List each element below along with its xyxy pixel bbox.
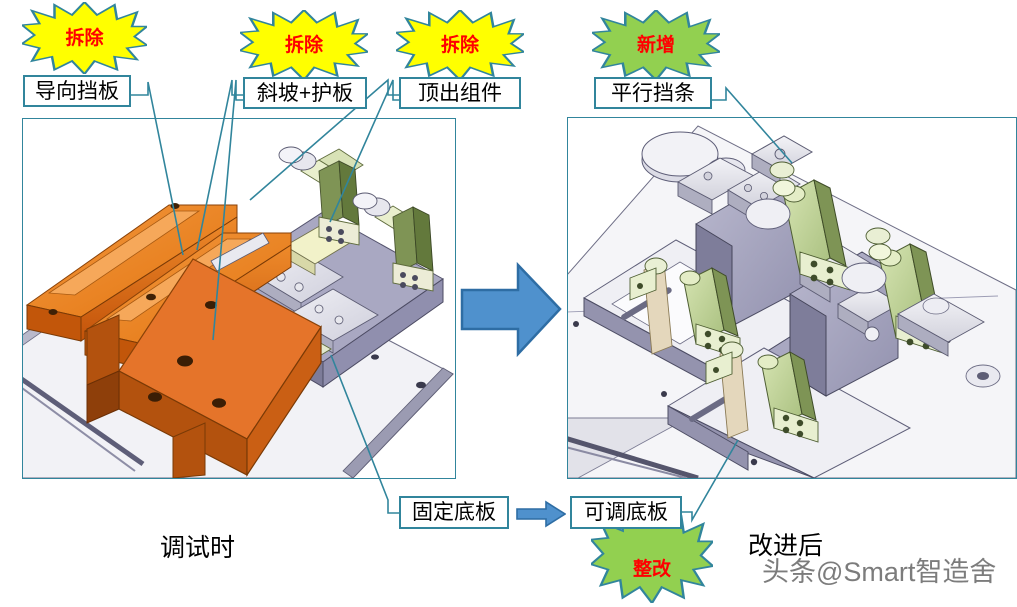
starburst-shape <box>591 515 713 603</box>
cad-view-after <box>568 118 1016 478</box>
callout-label: 斜坡+护板 <box>256 81 354 105</box>
starburst-shape <box>592 10 720 80</box>
starburst-shape <box>240 10 368 80</box>
burst-label: 拆除 <box>440 34 479 56</box>
callout-parallel-bar[interactable]: 平行挡条 <box>594 77 712 109</box>
burst-label: 整改 <box>632 559 671 580</box>
callout-label: 可调底板 <box>584 501 668 524</box>
callout-adj-baseplate[interactable]: 可调底板 <box>570 496 682 529</box>
baseplate-change-arrow <box>516 500 566 528</box>
transition-arrow <box>460 262 562 357</box>
panel-before <box>22 118 456 479</box>
callout-label: 平行挡条 <box>611 81 695 105</box>
green-clamp-1 <box>745 161 851 291</box>
callout-ejector-assy[interactable]: 顶出组件 <box>399 77 521 109</box>
callout-fixed-baseplate[interactable]: 固定底板 <box>399 496 509 529</box>
callout-guide-plate[interactable]: 导向挡板 <box>23 75 131 107</box>
burst-label: 拆除 <box>65 27 104 49</box>
starburst-shape <box>22 2 147 74</box>
green-clamp-4 <box>705 341 819 443</box>
caption-after: 改进后 <box>748 532 824 560</box>
burst-label: 新增 <box>636 34 675 56</box>
caption-before: 调试时 <box>160 534 236 562</box>
burst-rework-1: 整改 <box>591 515 713 603</box>
burst-remove-1: 拆除 <box>22 2 147 74</box>
burst-remove-3: 拆除 <box>396 10 524 80</box>
orange-cover-plate <box>86 258 322 478</box>
right-slide-bar <box>864 293 985 357</box>
burst-label: 拆除 <box>284 34 323 56</box>
panel-after <box>567 117 1017 479</box>
watermark: 头条@Smart智造舍 <box>762 557 997 587</box>
cad-view-before <box>23 119 455 478</box>
callout-label: 顶出组件 <box>418 81 502 105</box>
burst-add-1: 新增 <box>592 10 720 80</box>
callout-label: 固定底板 <box>412 501 496 524</box>
burst-remove-2: 拆除 <box>240 10 368 80</box>
callout-ramp-guard[interactable]: 斜坡+护板 <box>243 77 367 109</box>
starburst-shape <box>396 10 524 80</box>
callout-label: 导向挡板 <box>35 79 119 103</box>
